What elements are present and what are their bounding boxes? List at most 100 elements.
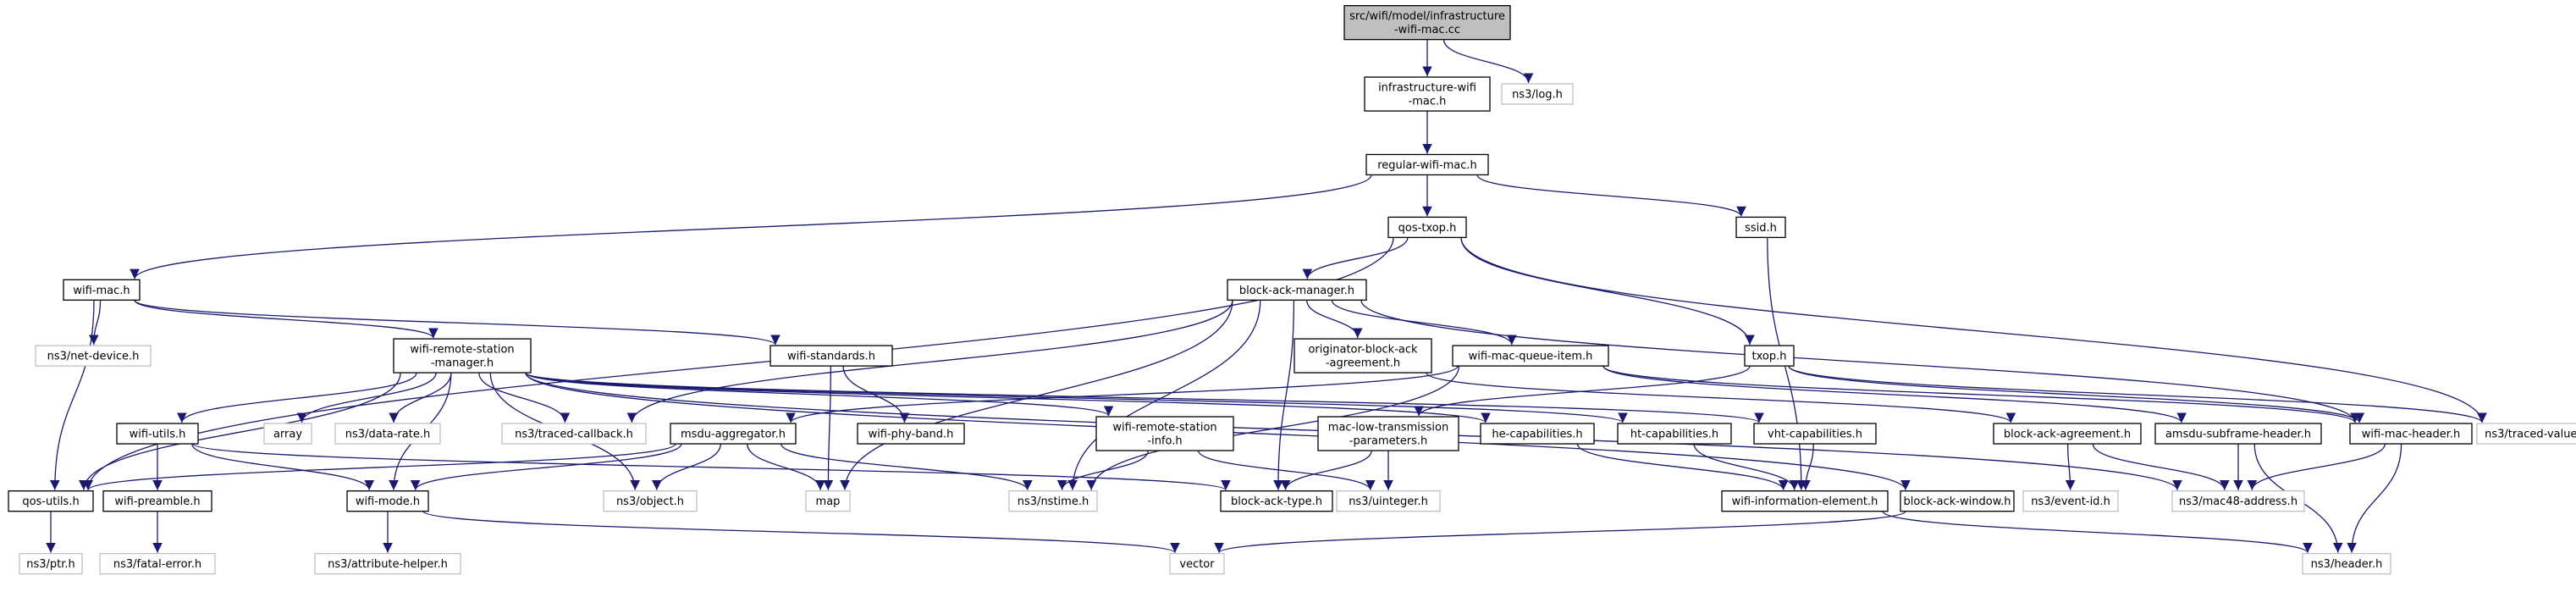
node-header[interactable]: ns3/header.h (2302, 552, 2391, 575)
node-label: wifi-mac-header.h (2362, 429, 2461, 441)
node-attr-helper[interactable]: ns3/attribute-helper.h (314, 552, 461, 575)
node-label: block-ack-window.h (1903, 495, 2011, 508)
node-mac-header[interactable]: wifi-mac-header.h (2349, 423, 2473, 445)
edge-ba-window-to-vector (1214, 511, 1906, 554)
node-label: ns3/log.h (1512, 89, 1563, 102)
node-orig-ba[interactable]: originator-block-ack-agreement.h (1294, 338, 1432, 373)
node-data-rate[interactable]: ns3/data-rate.h (334, 423, 441, 445)
node-box (1364, 76, 1491, 112)
edge-txop-to-mac-header (1788, 365, 2364, 423)
node-label: qos-utils.h (22, 495, 79, 508)
node-phy-band[interactable]: wifi-phy-band.h (857, 423, 965, 445)
node-label: wifi-remote-station (410, 344, 514, 357)
node-uinteger[interactable]: ns3/uinteger.h (1336, 490, 1441, 512)
node-label: -mac.h (1409, 96, 1447, 108)
node-box (2302, 552, 2391, 575)
edge-regular-to-wifi-mac (130, 174, 1372, 279)
node-msdu-agg[interactable]: msdu-aggregator.h (670, 423, 797, 445)
node-mac-low[interactable]: mac-low-transmission-parameters.h (1317, 416, 1459, 451)
node-preamble[interactable]: wifi-preamble.h (102, 490, 212, 512)
edge-wifi-utils-to-ba-type (192, 443, 1231, 491)
edge-layer (46, 39, 2487, 554)
node-label: ns3/event-id.h (2031, 495, 2110, 508)
node-wrsm[interactable]: wifi-remote-station-manager.h (393, 338, 532, 373)
edge-block-ack-mgr-to-mac-header (1360, 300, 2360, 423)
node-log[interactable]: ns3/log.h (1501, 83, 1574, 105)
node-box (1993, 423, 2142, 445)
node-label: ns3/object.h (616, 495, 684, 508)
node-label: wifi-mode.h (356, 495, 420, 508)
node-box (314, 552, 461, 575)
node-regular[interactable]: regular-wifi-mac.h (1365, 153, 1489, 176)
node-object[interactable]: ns3/object.h (603, 490, 698, 512)
node-ba-agreement[interactable]: block-ack-agreement.h (1993, 423, 2142, 445)
node-wifi-mode[interactable]: wifi-mode.h (346, 490, 429, 512)
node-box (1721, 490, 1889, 512)
node-wifi-utils[interactable]: wifi-utils.h (116, 423, 199, 445)
node-label: -agreement.h (1326, 357, 1400, 370)
edge-qos-txop-to-traced-value (1460, 237, 2487, 423)
node-amsdu[interactable]: amsdu-subframe-header.h (2154, 423, 2322, 445)
node-label: ns3/net-device.h (47, 351, 140, 363)
edge-wifi-standards-to-phy-band (842, 366, 910, 423)
node-label: amsdu-subframe-header.h (2165, 429, 2311, 441)
node-box (2476, 423, 2576, 445)
node-ht-cap[interactable]: ht-capabilities.h (1617, 423, 1732, 445)
node-label: txop.h (1752, 351, 1787, 363)
node-vht-cap[interactable]: vht-capabilities.h (1753, 423, 1877, 445)
node-box (1227, 279, 1367, 301)
node-net-device[interactable]: ns3/net-device.h (35, 345, 152, 367)
node-qos-txop[interactable]: qos-txop.h (1387, 216, 1467, 239)
node-vector[interactable]: vector (1169, 552, 1225, 575)
node-array[interactable]: array (263, 423, 312, 445)
node-box (1744, 345, 1795, 367)
node-he-cap[interactable]: he-capabilities.h (1480, 423, 1595, 445)
node-wie[interactable]: wifi-information-element.h (1721, 490, 1889, 512)
node-label: -info.h (1147, 435, 1182, 448)
edge-block-ack-mgr-to-orig-ba (1306, 300, 1363, 339)
node-box (102, 490, 212, 512)
edge-msdu-agg-to-nstime (781, 443, 1033, 490)
node-label: wifi-mac.h (73, 285, 130, 297)
node-txop[interactable]: txop.h (1744, 345, 1795, 367)
node-label: wifi-phy-band.h (869, 429, 954, 441)
node-event-id[interactable]: ns3/event-id.h (2022, 490, 2119, 512)
node-traced-value[interactable]: ns3/traced-value.h (2476, 423, 2576, 445)
node-nstime[interactable]: ns3/nstime.h (1008, 490, 1098, 512)
node-box (805, 490, 851, 512)
node-box (1336, 490, 1441, 512)
node-queue-item[interactable]: wifi-mac-queue-item.h (1452, 345, 1609, 367)
node-box (1294, 338, 1432, 373)
node-ba-window[interactable]: block-ack-window.h (1900, 490, 2015, 512)
node-mac48[interactable]: ns3/mac48-address.h (2171, 490, 2305, 512)
edge-ba-agreement-to-mac48 (2092, 443, 2230, 490)
edge-queue-item-to-msdu-agg (786, 365, 1459, 423)
edge-block-ack-mgr-to-ba-type (1273, 300, 1295, 490)
node-ptr[interactable]: ns3/ptr.h (19, 552, 83, 575)
edge-mac-header-to-mac48 (2247, 443, 2386, 490)
node-ssid[interactable]: ssid.h (1735, 216, 1786, 239)
node-box (1900, 490, 2015, 512)
node-wifi-standards[interactable]: wifi-standards.h (769, 345, 893, 367)
edge-wrsm-to-ht-cap (525, 372, 1628, 423)
edge-mac-header-to-header (2347, 444, 2402, 553)
node-label: wifi-utils.h (130, 429, 186, 441)
node-ba-type[interactable]: block-ack-type.h (1220, 490, 1333, 512)
node-label: ns3/attribute-helper.h (328, 558, 448, 571)
edge-wrs-info-to-uinteger (1197, 450, 1376, 490)
node-box (1617, 423, 1732, 445)
node-block-ack-mgr[interactable]: block-ack-manager.h (1227, 279, 1367, 301)
node-wrs-info[interactable]: wifi-remote-station-info.h (1095, 416, 1234, 451)
node-infra-h[interactable]: infrastructure-wifi-mac.h (1364, 76, 1491, 112)
edge-wrsm-to-wrs-info (525, 372, 1114, 417)
node-box (1169, 552, 1225, 575)
node-map[interactable]: map (805, 490, 851, 512)
node-label: src/wifi/model/infrastructure (1349, 10, 1505, 23)
node-traced-cb[interactable]: ns3/traced-callback.h (501, 423, 647, 445)
edge-msdu-agg-to-object (652, 443, 721, 490)
node-qos-utils[interactable]: qos-utils.h (8, 490, 94, 512)
node-label: -parameters.h (1349, 435, 1427, 448)
node-wifi-mac[interactable]: wifi-mac.h (63, 279, 141, 301)
node-label: ns3/data-rate.h (345, 429, 430, 441)
node-fatal-error[interactable]: ns3/fatal-error.h (99, 552, 216, 575)
